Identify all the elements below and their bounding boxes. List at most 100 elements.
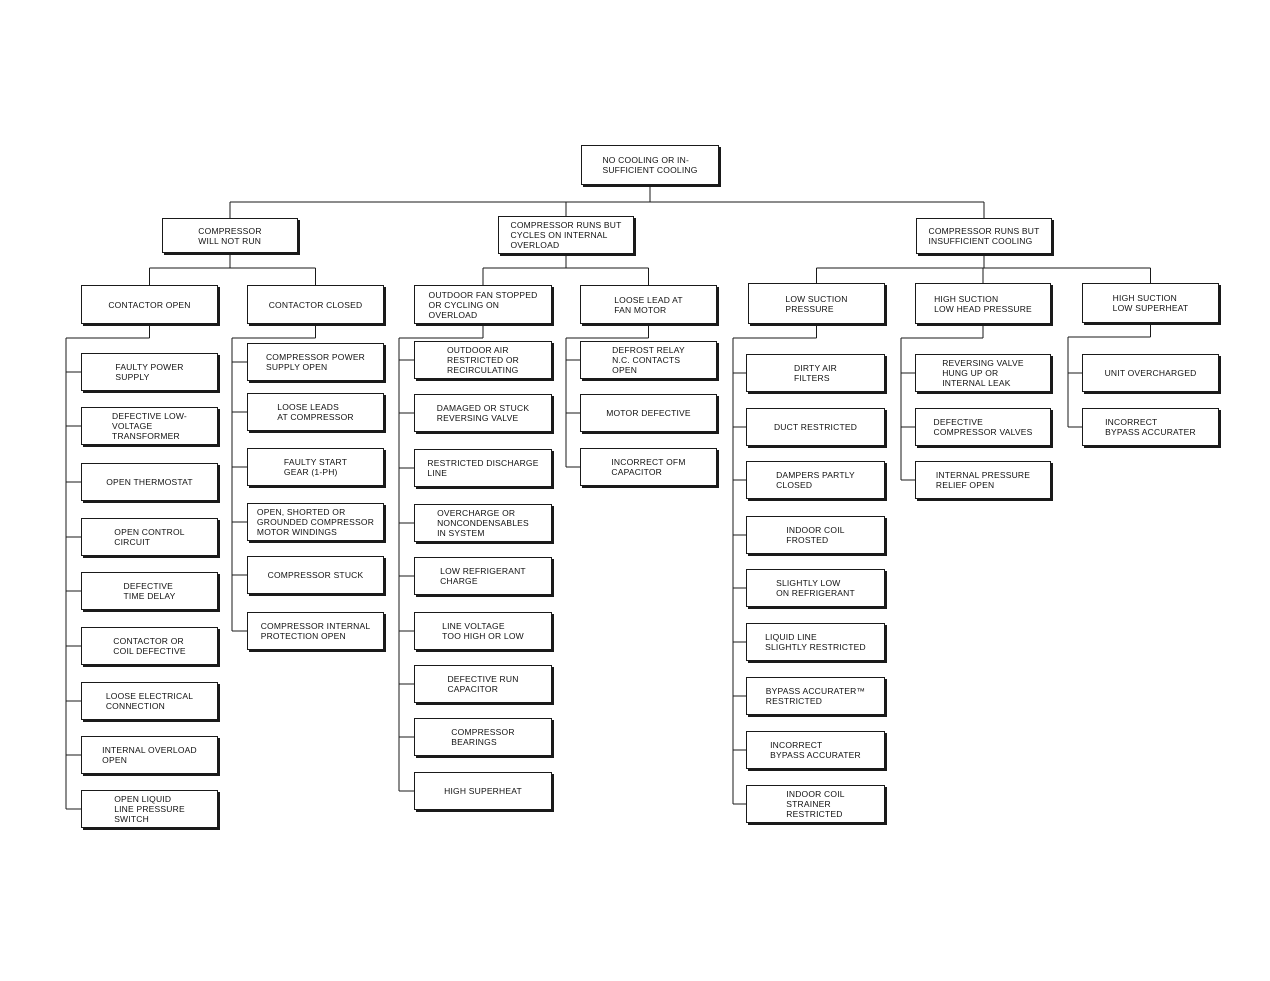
cause-box: OPEN, SHORTED OR GROUNDED COMPRESSOR MOT… bbox=[247, 503, 384, 541]
cause-box: INTERNAL OVERLOAD OPEN bbox=[81, 736, 218, 774]
cause-box-label: COMPRESSOR STUCK bbox=[267, 570, 364, 580]
group-node-3-2: HIGH SUCTION LOW HEAD PRESSURE bbox=[915, 283, 1051, 324]
cause-box-label: INCORRECT OFM CAPACITOR bbox=[611, 457, 686, 477]
cause-box: INCORRECT OFM CAPACITOR bbox=[580, 448, 717, 486]
cause-box: DEFROST RELAY N.C. CONTACTS OPEN bbox=[580, 341, 717, 379]
cause-box: HIGH SUPERHEAT bbox=[414, 772, 552, 810]
group-node-2-1: OUTDOOR FAN STOPPED OR CYCLING ON OVERLO… bbox=[414, 285, 552, 324]
group-node-1-1-label: CONTACTOR OPEN bbox=[108, 299, 191, 310]
cause-box: INDOOR COIL STRAINER RESTRICTED bbox=[746, 785, 885, 823]
cause-box: COMPRESSOR POWER SUPPLY OPEN bbox=[247, 343, 384, 381]
cause-box-label: DEFROST RELAY N.C. CONTACTS OPEN bbox=[612, 345, 685, 375]
group-node-1-2: CONTACTOR CLOSED bbox=[247, 285, 384, 324]
cause-box-label: INTERNAL PRESSURE RELIEF OPEN bbox=[935, 470, 1031, 490]
cause-box: REVERSING VALVE HUNG UP OR INTERNAL LEAK bbox=[915, 354, 1051, 392]
cause-box-label: MOTOR DEFECTIVE bbox=[606, 408, 691, 418]
cause-box: INDOOR COIL FROSTED bbox=[746, 516, 885, 554]
cause-box-label: BYPASS ACCURATER™ RESTRICTED bbox=[765, 686, 866, 706]
cause-box: CONTACTOR OR COIL DEFECTIVE bbox=[81, 627, 218, 665]
cause-box: RESTRICTED DISCHARGE LINE bbox=[414, 449, 552, 487]
group-node-3-3-label: HIGH SUCTION LOW SUPERHEAT bbox=[1112, 293, 1189, 313]
cause-box-label: DIRTY AIR FILTERS bbox=[793, 363, 838, 383]
root-node: NO COOLING OR IN- SUFFICIENT COOLING bbox=[581, 145, 719, 185]
cause-box-label: OVERCHARGE OR NONCONDENSABLES IN SYSTEM bbox=[437, 508, 529, 538]
cause-box-label: DEFECTIVE RUN CAPACITOR bbox=[447, 674, 519, 694]
cause-box: INCORRECT BYPASS ACCURATER bbox=[746, 731, 885, 769]
cause-box-label: DAMPERS PARTLY CLOSED bbox=[776, 470, 855, 490]
cause-box-label: COMPRESSOR POWER SUPPLY OPEN bbox=[265, 352, 366, 372]
cause-box-label: DEFECTIVE COMPRESSOR VALVES bbox=[933, 417, 1033, 437]
cause-box-label: UNIT OVERCHARGED bbox=[1104, 368, 1197, 378]
branch-node-1: COMPRESSOR WILL NOT RUN bbox=[162, 218, 298, 253]
cause-box-label: FAULTY POWER SUPPLY bbox=[115, 362, 184, 382]
cause-box-label: OPEN THERMOSTAT bbox=[106, 477, 193, 487]
cause-box: LOOSE ELECTRICAL CONNECTION bbox=[81, 682, 218, 720]
branch-node-2-label: COMPRESSOR RUNS BUT CYCLES ON INTERNAL O… bbox=[510, 220, 622, 250]
cause-box: DIRTY AIR FILTERS bbox=[746, 354, 885, 392]
cause-box-label: OPEN LIQUID LINE PRESSURE SWITCH bbox=[114, 794, 185, 824]
cause-box: BYPASS ACCURATER™ RESTRICTED bbox=[746, 677, 885, 715]
cause-box: OUTDOOR AIR RESTRICTED OR RECIRCULATING bbox=[414, 341, 552, 379]
cause-box: INTERNAL PRESSURE RELIEF OPEN bbox=[915, 461, 1051, 499]
group-node-3-1: LOW SUCTION PRESSURE bbox=[748, 283, 885, 324]
cause-box: FAULTY START GEAR (1-PH) bbox=[247, 448, 384, 486]
branch-node-2: COMPRESSOR RUNS BUT CYCLES ON INTERNAL O… bbox=[498, 216, 634, 254]
cause-box-label: DEFECTIVE TIME DELAY bbox=[123, 581, 176, 601]
cause-box-label: OPEN CONTROL CIRCUIT bbox=[114, 527, 185, 547]
cause-box-label: LOOSE LEADS AT COMPRESSOR bbox=[277, 402, 354, 422]
cause-box-label: DEFECTIVE LOW- VOLTAGE TRANSFORMER bbox=[112, 411, 187, 441]
cause-box: OPEN CONTROL CIRCUIT bbox=[81, 518, 218, 556]
root-node-label: NO COOLING OR IN- SUFFICIENT COOLING bbox=[602, 155, 698, 175]
cause-box: OPEN THERMOSTAT bbox=[81, 463, 218, 501]
cause-box-label: OUTDOOR AIR RESTRICTED OR RECIRCULATING bbox=[446, 345, 520, 375]
cause-box: OPEN LIQUID LINE PRESSURE SWITCH bbox=[81, 790, 218, 828]
cause-box-label: HIGH SUPERHEAT bbox=[444, 786, 522, 796]
group-node-3-1-label: LOW SUCTION PRESSURE bbox=[785, 293, 848, 314]
cause-box-label: INDOOR COIL STRAINER RESTRICTED bbox=[786, 789, 845, 819]
branch-node-3-label: COMPRESSOR RUNS BUT INSUFFICIENT COOLING bbox=[928, 226, 1040, 246]
cause-box-label: COMPRESSOR INTERNAL PROTECTION OPEN bbox=[260, 621, 371, 641]
cause-box: DAMPERS PARTLY CLOSED bbox=[746, 461, 885, 499]
cause-box: LOOSE LEADS AT COMPRESSOR bbox=[247, 393, 384, 431]
cause-box: LOW REFRIGERANT CHARGE bbox=[414, 557, 552, 595]
group-node-2-2-label: LOOSE LEAD AT FAN MOTOR bbox=[614, 294, 683, 315]
cause-box-label: LINE VOLTAGE TOO HIGH OR LOW bbox=[442, 621, 524, 641]
cause-box-label: RESTRICTED DISCHARGE LINE bbox=[427, 458, 539, 478]
cause-box-label: INCORRECT BYPASS ACCURATER bbox=[770, 740, 861, 760]
branch-node-3: COMPRESSOR RUNS BUT INSUFFICIENT COOLING bbox=[916, 218, 1052, 254]
cause-box: SLIGHTLY LOW ON REFRIGERANT bbox=[746, 569, 885, 607]
group-node-3-3: HIGH SUCTION LOW SUPERHEAT bbox=[1082, 283, 1219, 323]
cause-box: COMPRESSOR STUCK bbox=[247, 556, 384, 594]
group-node-3-2-label: HIGH SUCTION LOW HEAD PRESSURE bbox=[934, 293, 1032, 314]
cause-box: DEFECTIVE RUN CAPACITOR bbox=[414, 665, 552, 703]
group-node-2-1-label: OUTDOOR FAN STOPPED OR CYCLING ON OVERLO… bbox=[428, 289, 538, 320]
cause-box: MOTOR DEFECTIVE bbox=[580, 394, 717, 432]
cause-box: UNIT OVERCHARGED bbox=[1082, 354, 1219, 392]
cause-box-label: CONTACTOR OR COIL DEFECTIVE bbox=[113, 636, 186, 656]
cause-box: LINE VOLTAGE TOO HIGH OR LOW bbox=[414, 612, 552, 650]
cause-box: INCORRECT BYPASS ACCURATER bbox=[1082, 408, 1219, 446]
group-node-2-2: LOOSE LEAD AT FAN MOTOR bbox=[580, 285, 717, 324]
cause-box-label: COMPRESSOR BEARINGS bbox=[451, 727, 515, 747]
cause-box-label: LOW REFRIGERANT CHARGE bbox=[440, 566, 526, 586]
cause-box: DAMAGED OR STUCK REVERSING VALVE bbox=[414, 394, 552, 432]
cause-box: COMPRESSOR INTERNAL PROTECTION OPEN bbox=[247, 612, 384, 650]
cause-box-label: OPEN, SHORTED OR GROUNDED COMPRESSOR MOT… bbox=[256, 507, 375, 537]
cause-box-label: INDOOR COIL FROSTED bbox=[786, 525, 845, 545]
cause-box: DUCT RESTRICTED bbox=[746, 408, 885, 446]
group-node-1-1: CONTACTOR OPEN bbox=[81, 285, 218, 324]
cause-box-label: INCORRECT BYPASS ACCURATER bbox=[1105, 417, 1196, 437]
cause-box-label: DAMAGED OR STUCK REVERSING VALVE bbox=[436, 403, 530, 423]
cause-box-label: INTERNAL OVERLOAD OPEN bbox=[102, 745, 197, 765]
group-node-1-2-label: CONTACTOR CLOSED bbox=[268, 299, 363, 310]
cause-box: DEFECTIVE LOW- VOLTAGE TRANSFORMER bbox=[81, 407, 218, 445]
cause-box: DEFECTIVE COMPRESSOR VALVES bbox=[915, 408, 1051, 446]
cause-box-label: LOOSE ELECTRICAL CONNECTION bbox=[105, 691, 194, 711]
cause-box: FAULTY POWER SUPPLY bbox=[81, 353, 218, 391]
cause-box-label: FAULTY START GEAR (1-PH) bbox=[283, 457, 348, 477]
cause-box-label: DUCT RESTRICTED bbox=[773, 422, 858, 432]
branch-node-1-label: COMPRESSOR WILL NOT RUN bbox=[198, 225, 262, 246]
cause-box-label: REVERSING VALVE HUNG UP OR INTERNAL LEAK bbox=[942, 358, 1024, 388]
